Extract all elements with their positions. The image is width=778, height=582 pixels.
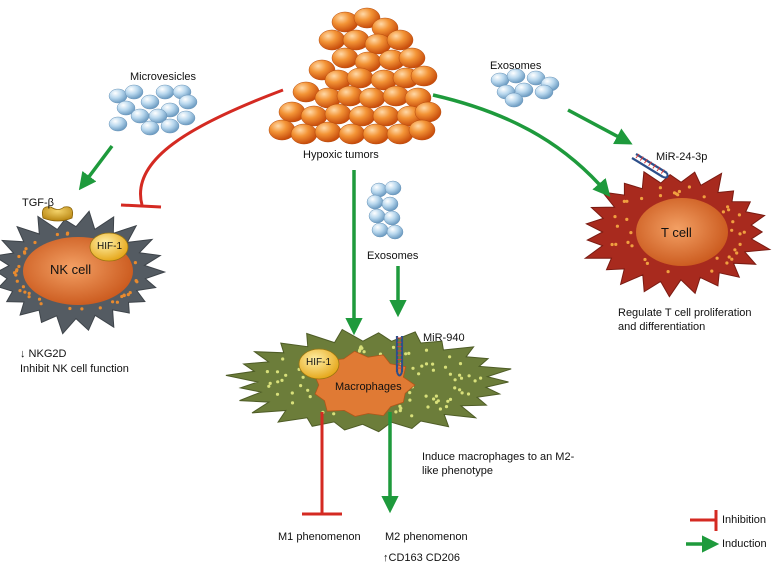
hif1-badge-macrophage bbox=[298, 348, 340, 380]
induction-arrow-exosomes-to-mir24 bbox=[567, 108, 633, 145]
inhibition-arrow-to-m1 bbox=[302, 412, 342, 516]
t-cell bbox=[583, 170, 772, 298]
label-nk-cell: NK cell bbox=[50, 262, 92, 277]
label-regulate-line2: and differentiation bbox=[618, 321, 706, 333]
label-microvesicles: Microvesicles bbox=[130, 71, 197, 83]
label-cd-markers: ↑CD163 CD206 bbox=[383, 552, 461, 564]
label-t-cell: T cell bbox=[661, 225, 692, 240]
t-cell-nucleus bbox=[636, 198, 728, 266]
label-induce-line2: like phenotype bbox=[422, 465, 493, 477]
legend-inhibition-label: Inhibition bbox=[722, 514, 767, 526]
label-exosomes-center: Exosomes bbox=[367, 250, 419, 262]
label-regulate-line1: Regulate T cell proliferation bbox=[618, 307, 752, 319]
macrophage-nucleus bbox=[314, 350, 416, 417]
label-nkg2d: ↓ NKG2D bbox=[20, 348, 67, 360]
exosomes-cluster-right bbox=[490, 68, 560, 108]
legend-inhibition-symbol bbox=[690, 510, 718, 531]
induction-arrow-microvesicles-to-nk bbox=[78, 144, 114, 191]
label-mir-940: MiR-940 bbox=[423, 332, 465, 344]
mir-940-hairpin-icon bbox=[395, 336, 404, 377]
mir-24-hairpin-icon bbox=[631, 153, 669, 179]
label-hypoxic-tumors: Hypoxic tumors bbox=[303, 149, 379, 161]
label-macrophages: Macrophages bbox=[335, 381, 402, 393]
macrophage-cell bbox=[225, 328, 512, 433]
label-induce-line1: Induce macrophages to an M2- bbox=[422, 451, 575, 463]
label-m1-phenomenon: M1 phenomenon bbox=[278, 531, 361, 543]
inhibition-arrow-tumor-to-nk bbox=[120, 88, 284, 209]
hif1-badge-nk bbox=[89, 232, 129, 262]
exosomes-cluster-center bbox=[366, 180, 404, 240]
label-exosomes-right: Exosomes bbox=[490, 60, 542, 72]
label-mir-24: MiR-24-3p bbox=[656, 151, 708, 163]
label-hif1-nk: HIF-1 bbox=[97, 241, 122, 252]
hypoxic-tumor-cluster bbox=[268, 7, 442, 145]
nk-cell bbox=[0, 206, 167, 335]
induction-arrow-tumor-to-tcell bbox=[432, 93, 611, 197]
label-inhibit-nk: Inhibit NK cell function bbox=[20, 363, 129, 375]
legend-induction-label: Induction bbox=[722, 538, 767, 550]
label-tgf-beta: TGF-β bbox=[22, 197, 54, 209]
tgf-beta-receptor-icon bbox=[41, 206, 74, 222]
label-m2-phenomenon: M2 phenomenon bbox=[385, 531, 468, 543]
microvesicles-cluster bbox=[108, 84, 198, 136]
label-hif1-macrophage: HIF-1 bbox=[306, 357, 331, 368]
